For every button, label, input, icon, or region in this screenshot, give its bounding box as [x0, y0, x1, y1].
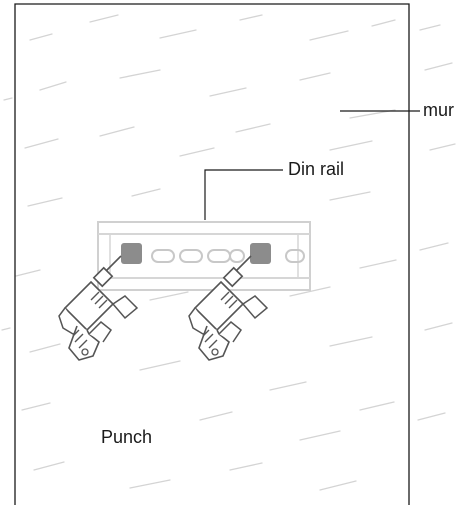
wall-texture [1, 14, 456, 491]
din-rail-label: Din rail [288, 159, 345, 179]
hole-marker-left [121, 243, 142, 264]
hole-marker-right [250, 243, 271, 264]
punch-label: Punch [101, 427, 153, 447]
wall-outline [14, 3, 410, 505]
rail-leader-line [204, 169, 283, 220]
wall-label: mur [423, 100, 454, 120]
